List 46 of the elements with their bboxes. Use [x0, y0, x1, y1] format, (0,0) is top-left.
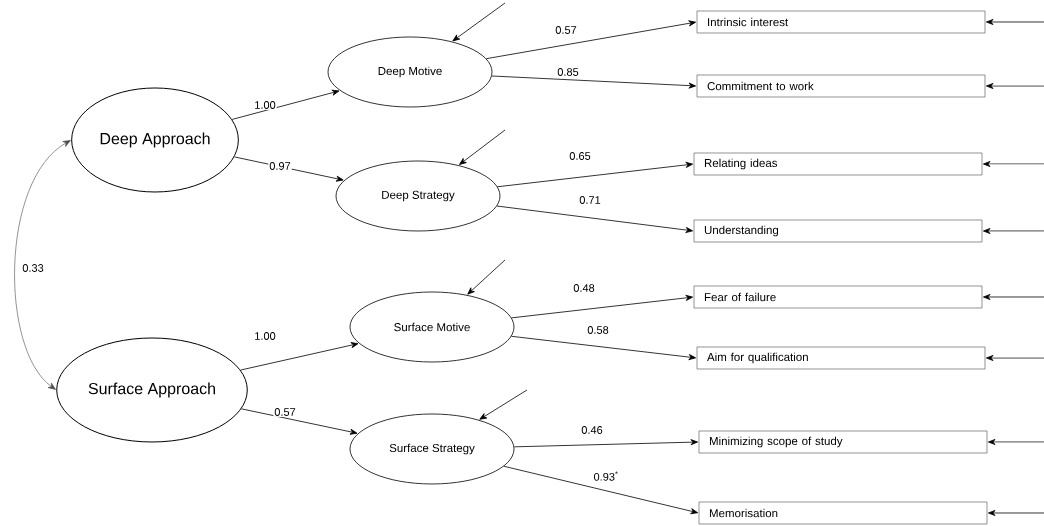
path-arrow — [513, 439, 698, 448]
edge-label: 0.97 — [268, 161, 292, 171]
path-arrow — [241, 408, 358, 435]
path-arrow — [511, 335, 696, 361]
edge-label: 0.71 — [578, 195, 602, 205]
path-arrow — [496, 205, 693, 233]
error-arrow — [479, 389, 528, 420]
edge-label: 0.48 — [572, 283, 596, 293]
edge-label: 1.00 — [253, 331, 277, 341]
error-arrow — [983, 294, 1044, 300]
error-arrow — [983, 228, 1044, 234]
path-arrow — [234, 156, 344, 182]
path-arrow — [503, 465, 699, 515]
correlation-arrow — [14, 140, 71, 390]
edge-label: 0.57 — [554, 25, 578, 35]
indicator-box: Fear of failure — [693, 285, 983, 309]
indicator-box: Relating ideas — [693, 152, 983, 176]
path-arrow — [511, 294, 693, 319]
error-arrow — [459, 129, 506, 165]
indicator-box: Understanding — [693, 219, 983, 243]
edge-label: 0.65 — [568, 151, 592, 161]
path-arrow — [240, 342, 359, 371]
edge-label: 0.33 — [21, 263, 45, 273]
path-arrow — [485, 20, 696, 60]
path-arrow — [491, 75, 696, 89]
error-arrow — [983, 161, 1044, 167]
indicator-box: Aim for qualification — [696, 346, 986, 370]
path-arrow — [497, 161, 693, 188]
edge-label: 0.93$^{*}$ — [592, 470, 620, 482]
indicator-box: Commitment to work — [696, 74, 986, 98]
indicator-box: Minimizing scope of study — [698, 430, 988, 454]
error-arrow — [467, 259, 506, 295]
edge-label: 0.58 — [586, 325, 610, 335]
indicator-box: Intrinsic interest — [696, 10, 986, 34]
error-arrow — [986, 355, 1044, 361]
error-arrow — [986, 83, 1044, 89]
path-arrow — [231, 89, 340, 120]
edge-label: 0.85 — [556, 67, 580, 77]
error-arrow — [988, 510, 1044, 516]
edge-label: 1.00 — [253, 100, 277, 110]
indicator-box: Memorisation — [698, 501, 988, 525]
edge-label: 0.57 — [273, 407, 297, 417]
error-arrow — [452, 2, 506, 42]
error-arrow — [986, 19, 1044, 25]
error-arrow — [988, 439, 1044, 445]
edge-label: 0.46 — [580, 425, 604, 435]
